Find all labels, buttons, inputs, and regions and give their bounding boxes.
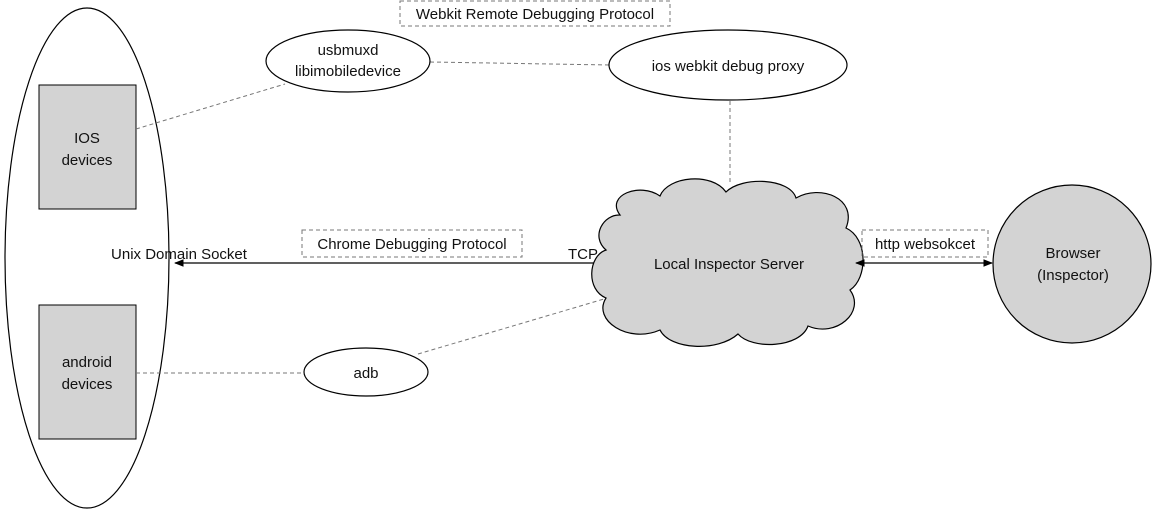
webkit-protocol-label: Webkit Remote Debugging Protocol <box>416 6 654 23</box>
usbmuxd-to-proxy-connector <box>429 61 611 66</box>
usbmuxd-label-line1: usbmuxd <box>318 42 379 59</box>
chrome-protocol-box <box>301 229 523 258</box>
ios-devices-label-line2: devices <box>62 152 113 169</box>
browser-label-line1: Browser <box>1045 245 1100 262</box>
usbmuxd-label-line2: libimobiledevice <box>295 63 401 80</box>
adb-ellipse <box>303 347 429 397</box>
ios-to-usbmuxd-connector <box>135 83 286 130</box>
local-inspector-server-cloud <box>591 178 864 347</box>
ios-proxy-ellipse <box>608 29 848 101</box>
http-ws-box <box>861 229 989 258</box>
adb-label: adb <box>353 365 378 382</box>
webkit-protocol-box <box>399 0 671 27</box>
android-devices-label-line2: devices <box>62 376 113 393</box>
browser-circle <box>992 184 1152 344</box>
local-server-label: Local Inspector Server <box>654 256 804 273</box>
browser-label-line2: (Inspector) <box>1037 267 1109 284</box>
usbmuxd-ellipse <box>265 29 431 93</box>
tcp-label: TCP <box>568 246 598 263</box>
ios-proxy-label: ios webkit debug proxy <box>652 58 805 75</box>
chrome-protocol-label: Chrome Debugging Protocol <box>317 236 506 253</box>
ios-devices-box <box>38 84 137 210</box>
http-ws-label: http websokcet <box>875 236 976 253</box>
unix-socket-label: Unix Domain Socket <box>111 246 248 263</box>
ios-devices-label-line1: IOS <box>74 130 100 147</box>
adb-to-server-connector <box>417 298 605 355</box>
android-devices-label-line1: android <box>62 354 112 371</box>
android-devices-box <box>38 304 137 440</box>
